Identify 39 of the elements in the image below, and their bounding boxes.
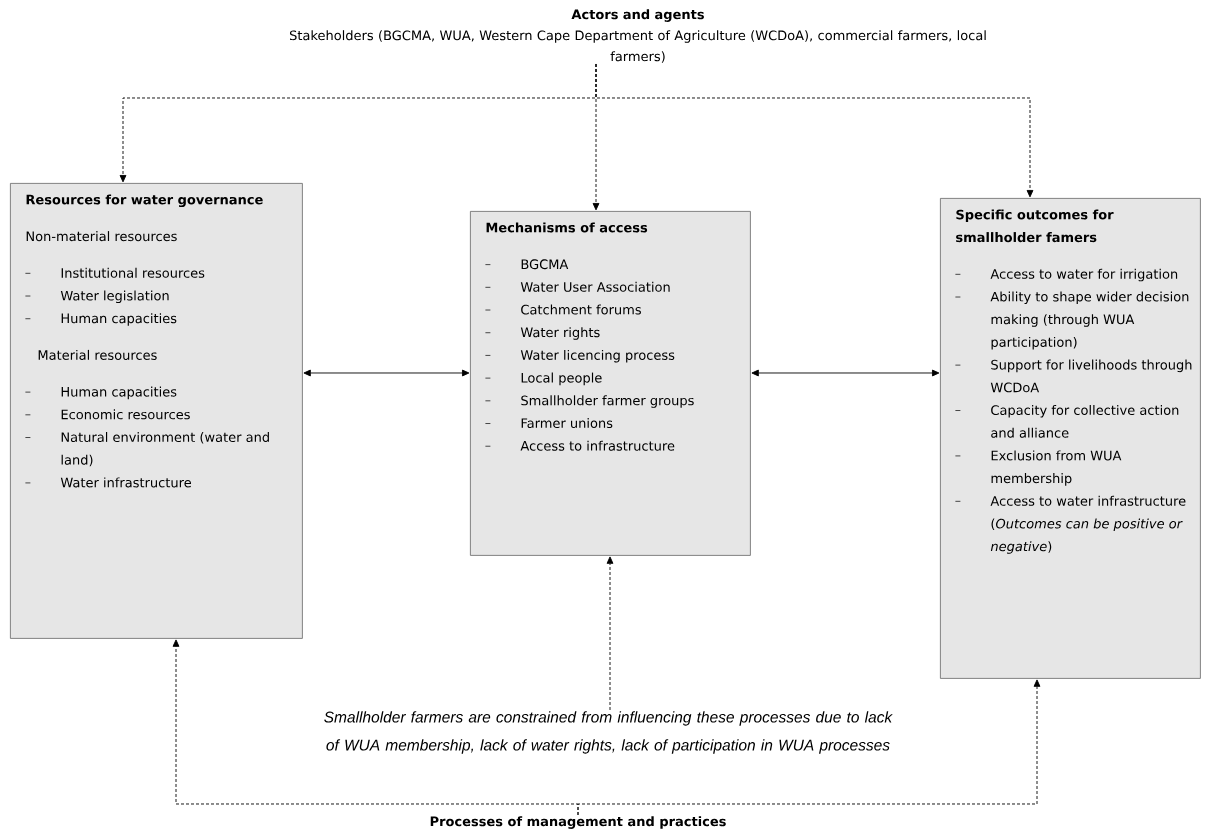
box-heading: Resources for water governance (26, 194, 263, 208)
connector-arrow (303, 369, 470, 377)
stakeholder-text: Stakeholders (BGCMA, WUA, Western Cape Department of Agriculture (WCDoA), commercial farmers, local farmers) (289, 30, 986, 63)
box-heading: Specific outcomes for smallholder famers (956, 209, 1114, 243)
list-item: Exclusion from WUA membership (955, 450, 1122, 486)
text-box (470, 211, 751, 556)
list-item: Human capacities (25, 313, 177, 326)
list-item: Catchment forums (485, 304, 641, 315)
list-item: Water licencing process (485, 349, 675, 363)
list-item: Human capacities (25, 386, 177, 400)
list-item: Support for livelihoods through WCDoA (955, 359, 1192, 393)
list-item: Capacity for collective action and alliance (955, 405, 1179, 438)
group-heading: Material resources (38, 349, 157, 360)
connector-arrow (751, 369, 940, 377)
connector-arrow (595, 63, 1034, 198)
list-item: Access to infrastructure (485, 440, 675, 451)
list-item: Smallholder farmer groups (485, 395, 694, 408)
list-item: Economic resources (25, 409, 190, 420)
list-item: Access to water for irrigation (955, 268, 1178, 282)
list-item: Water User Association (485, 281, 670, 292)
list-item: Water infrastructure (25, 477, 191, 488)
list-item: Water rights (485, 327, 600, 340)
list-item: BGCMA (485, 259, 569, 270)
connector-arrow (606, 556, 614, 711)
list-item: Natural environment (water and land) (25, 432, 269, 467)
group-heading: Non-material resources (26, 231, 177, 242)
text-box (940, 198, 1201, 679)
list-item: Water legislation (25, 290, 169, 304)
connector-arrow (577, 679, 1041, 816)
section-heading: Actors and agents (571, 9, 704, 22)
list-item: Local people (485, 372, 602, 386)
text-box (10, 183, 303, 639)
note-text: Smallholder farmers are constrained from influencing these processes due to lack of WUA membership, lack of water rights, lack of participation in WUA processes (324, 711, 893, 754)
list-item: Access to water infrastructure (Outcomes can be positive or negative) (955, 495, 1186, 554)
list-item: Farmer unions (485, 418, 613, 429)
list-item: Ability to shape wider decision making (through WUA participation) (955, 291, 1189, 350)
section-heading: Processes of management and practices (430, 816, 726, 829)
list-item: Institutional resources (25, 267, 205, 278)
box-heading: Mechanisms of access (486, 222, 648, 233)
